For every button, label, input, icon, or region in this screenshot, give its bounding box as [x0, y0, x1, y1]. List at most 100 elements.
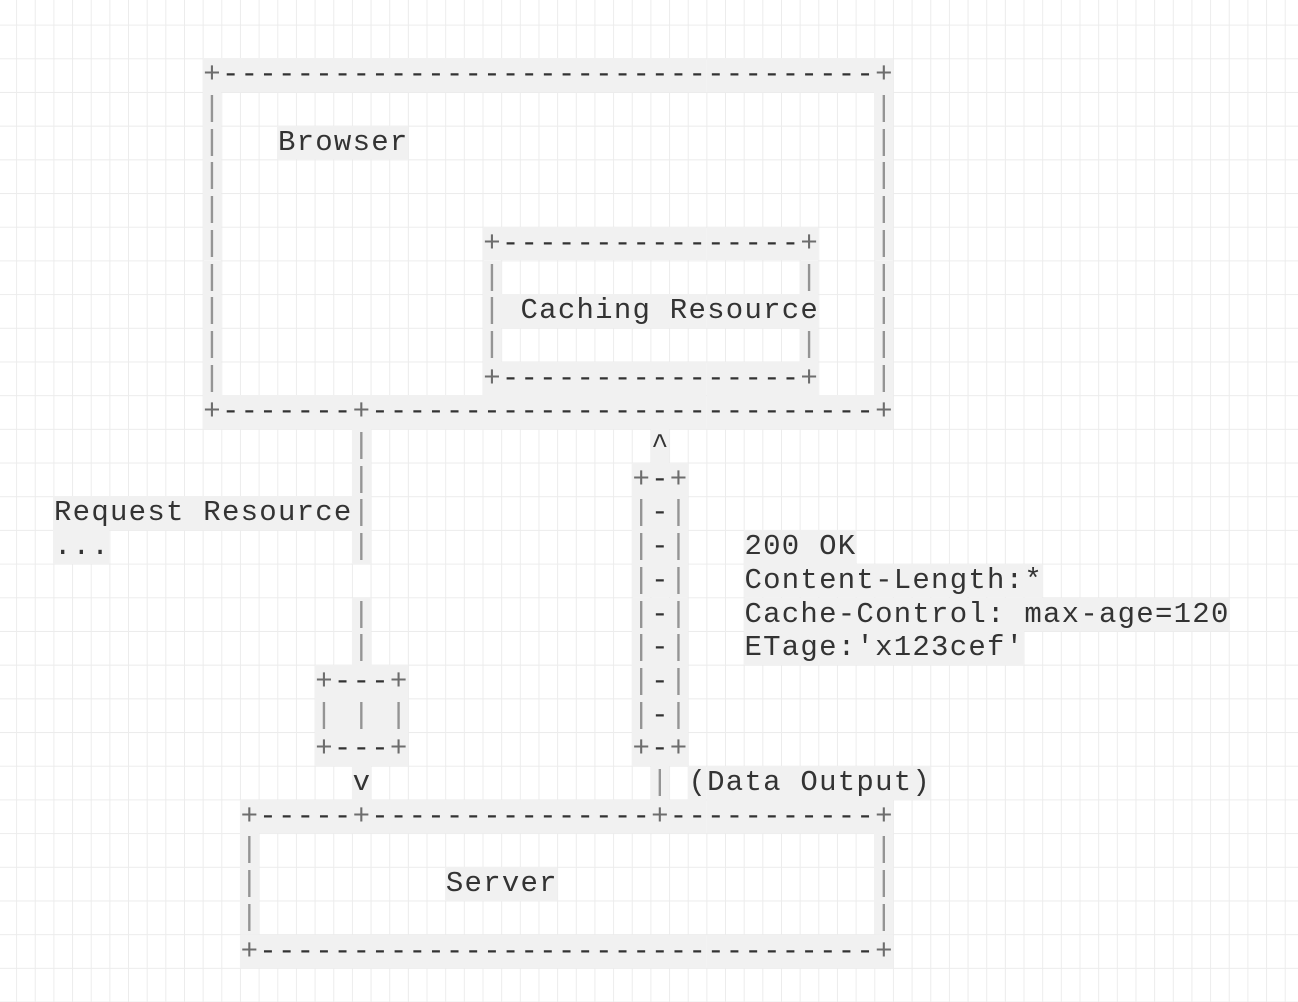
glyph-cell: -: [389, 395, 408, 429]
glyph-cell: -: [706, 934, 726, 969]
glyph-cell: |: [202, 260, 222, 295]
glyph-cell: -: [650, 597, 670, 632]
glyph-cell: |: [351, 631, 371, 665]
glyph-cell: |: [874, 867, 894, 901]
cell-highlight: [799, 530, 819, 564]
glyph-cell: ': [1005, 631, 1024, 665]
glyph-cell: n: [837, 563, 856, 598]
glyph-cell: -: [781, 799, 800, 834]
glyph-cell: -: [482, 799, 502, 834]
glyph-cell: |: [650, 766, 670, 800]
glyph-cell: a: [538, 294, 558, 328]
glyph-cell: -: [295, 934, 315, 969]
glyph-cell: -: [351, 934, 371, 969]
glyph-cell: |: [202, 294, 222, 328]
glyph-cell: e: [221, 496, 240, 531]
glyph-cell: o: [874, 597, 894, 632]
glyph-cell: |: [482, 327, 502, 362]
glyph-cell: c: [557, 294, 576, 328]
glyph-cell: -: [781, 934, 800, 969]
glyph-cell: -: [650, 530, 670, 564]
glyph-cell: q: [90, 496, 110, 531]
glyph-cell: -: [538, 934, 558, 969]
glyph-cell: -: [762, 58, 782, 92]
glyph-cell: +: [874, 58, 894, 92]
glyph-cell: v: [351, 766, 371, 800]
glyph-cell: -: [370, 732, 390, 766]
glyph-cell: o: [762, 563, 782, 598]
glyph-cell: -: [781, 395, 800, 429]
glyph-cell: -: [538, 226, 558, 261]
glyph-cell: -: [594, 799, 614, 834]
glyph-cell: -: [781, 226, 800, 261]
glyph-cell: -: [650, 462, 670, 497]
glyph-cell: |: [874, 833, 894, 868]
glyph-cell: -: [1079, 597, 1099, 632]
glyph-cell: -: [463, 395, 483, 429]
glyph-cell: o: [949, 597, 968, 632]
glyph-cell: -: [650, 563, 670, 598]
glyph-cell: |: [202, 92, 222, 126]
glyph-cell: l: [967, 597, 987, 632]
glyph-cell: -: [370, 58, 390, 92]
glyph-cell: |: [874, 92, 894, 126]
glyph-cell: s: [351, 125, 371, 160]
glyph-cell: +: [669, 462, 688, 497]
glyph-cell: |: [240, 867, 259, 901]
glyph-cell: |: [669, 530, 688, 564]
glyph-cell: -: [687, 395, 707, 429]
glyph-cell: e: [1135, 597, 1155, 632]
glyph-cell: i: [594, 294, 614, 328]
glyph-cell: +: [389, 664, 408, 699]
glyph-cell: -: [501, 361, 520, 396]
glyph-cell: :: [837, 631, 856, 665]
glyph-cell: -: [482, 58, 502, 92]
glyph-cell: u: [818, 766, 838, 800]
glyph-cell: |: [351, 496, 371, 531]
glyph-cell: a: [725, 766, 744, 800]
glyph-cell: +: [482, 226, 502, 261]
glyph-cell: +: [799, 361, 819, 396]
glyph-cell: g: [799, 631, 819, 665]
glyph-cell: -: [557, 361, 576, 396]
glyph-cell: a: [762, 597, 782, 632]
glyph-cell: g: [1117, 597, 1136, 632]
glyph-cell: -: [389, 799, 408, 834]
glyph-cell: 2: [911, 631, 931, 665]
glyph-cell: -: [650, 496, 670, 531]
glyph-cell: t: [837, 766, 856, 800]
glyph-cell: -: [743, 361, 763, 396]
glyph-cell: -: [650, 631, 670, 665]
glyph-cell: -: [725, 58, 744, 92]
glyph-cell: e: [72, 496, 91, 531]
glyph-cell: -: [855, 799, 875, 834]
glyph-cell: -: [557, 395, 576, 429]
glyph-cell: -: [706, 58, 726, 92]
glyph-cell: -: [743, 58, 763, 92]
glyph-cell: R: [202, 496, 222, 531]
glyph-cell: -: [333, 934, 352, 969]
glyph-cell: o: [258, 496, 278, 531]
glyph-cell: *: [1023, 563, 1043, 598]
glyph-cell: -: [389, 58, 408, 92]
glyph-cell: |: [669, 597, 688, 632]
glyph-cell: -: [818, 799, 838, 834]
glyph-cell: -: [837, 799, 856, 834]
glyph-cell: -: [333, 664, 352, 699]
glyph-cell: p: [855, 766, 875, 800]
glyph-cell: -: [669, 361, 688, 396]
glyph-cell: |: [351, 698, 371, 733]
glyph-cell: -: [351, 732, 371, 766]
glyph-cell: e: [333, 496, 352, 531]
glyph-cell: |: [631, 530, 651, 564]
glyph-cell: -: [631, 395, 651, 429]
glyph-cell: -: [669, 799, 688, 834]
glyph-cell: r: [538, 867, 558, 901]
glyph-cell: u: [743, 294, 763, 328]
glyph-cell: R: [669, 294, 688, 328]
glyph-cell: -: [669, 226, 688, 261]
glyph-cell: s: [146, 496, 166, 531]
glyph-cell: -: [463, 799, 483, 834]
glyph-cell: -: [519, 934, 539, 969]
